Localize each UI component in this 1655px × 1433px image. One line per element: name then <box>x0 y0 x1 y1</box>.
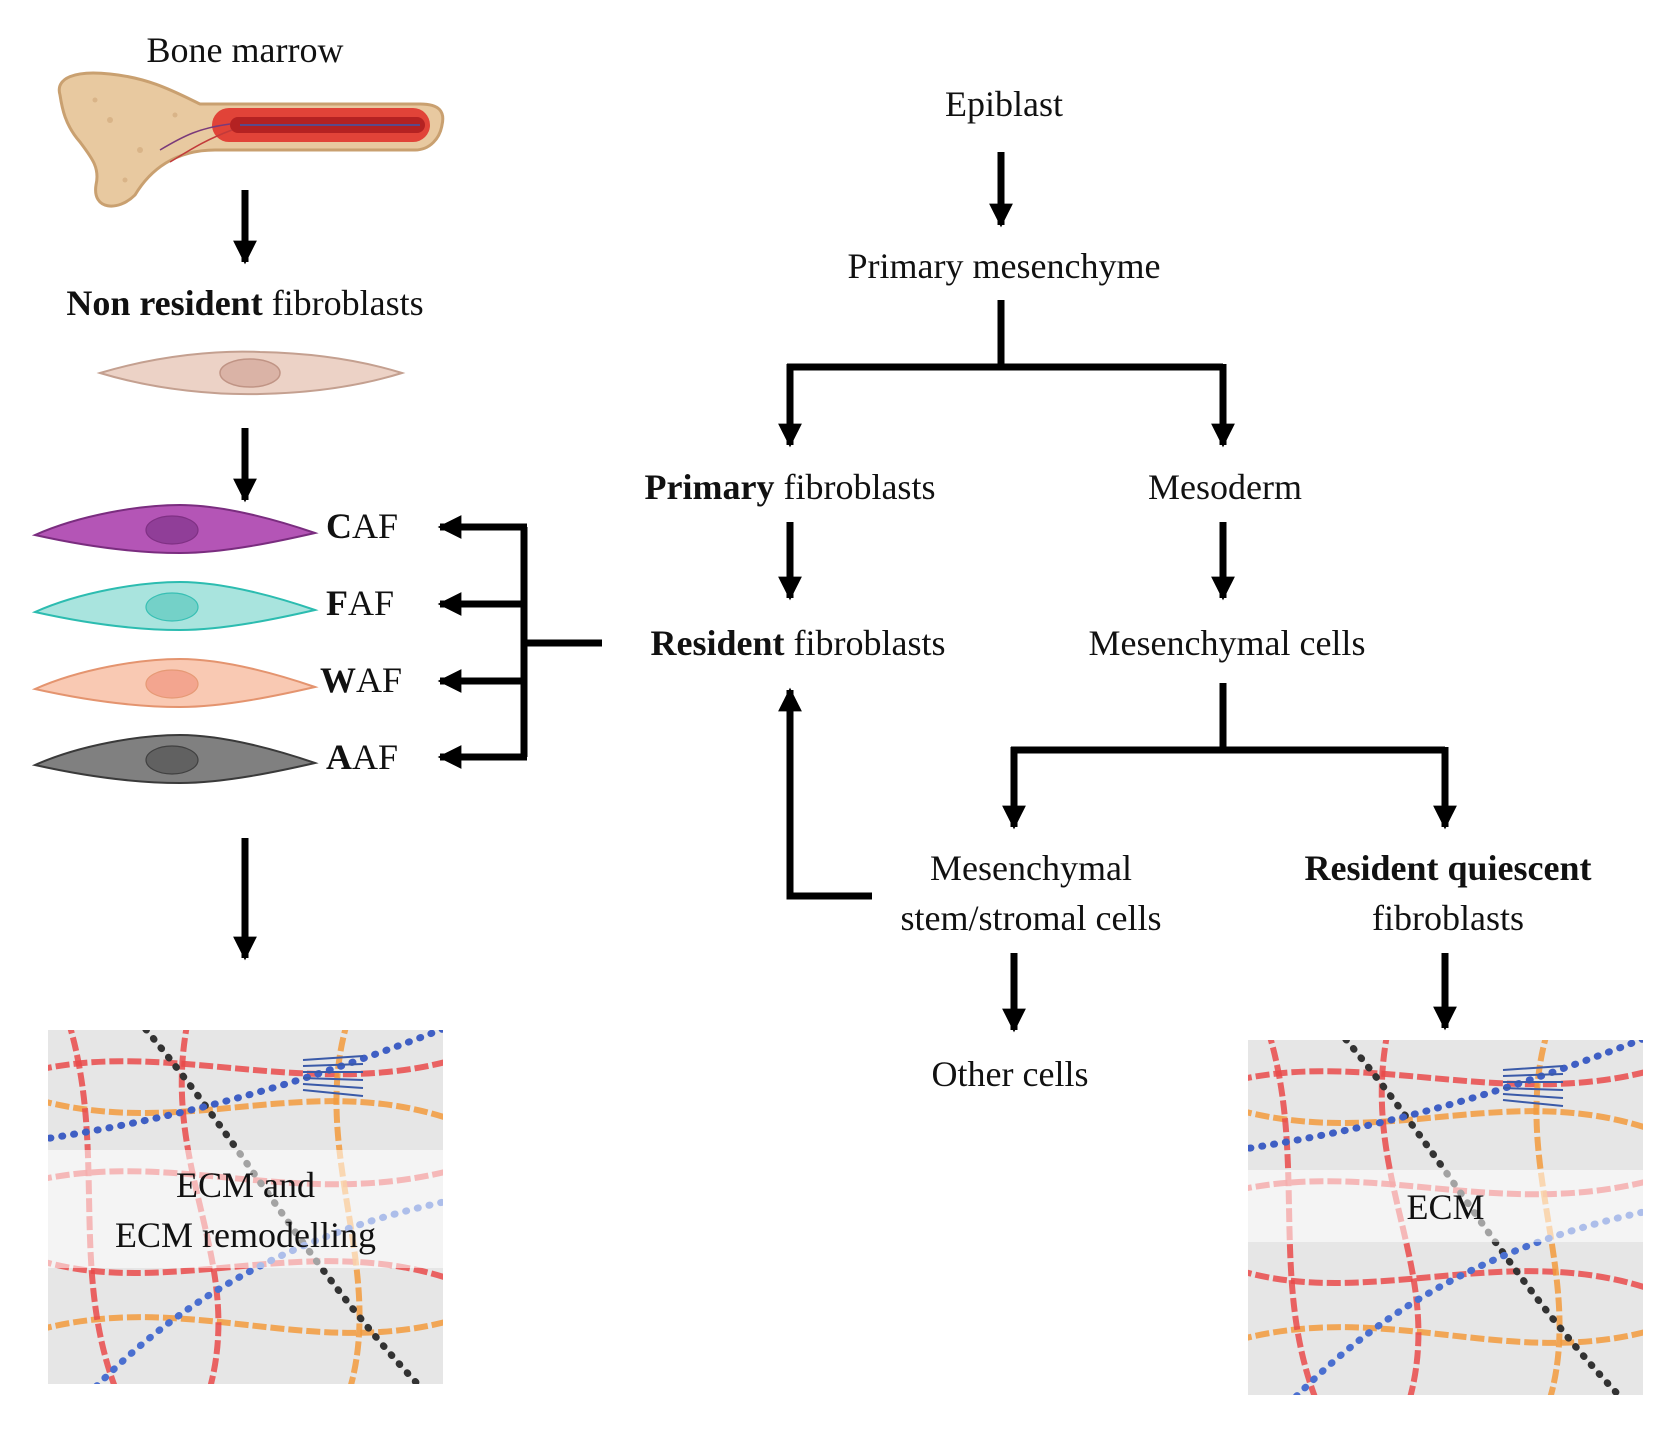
faf-rest: AF <box>348 583 395 623</box>
label-caf: CAF <box>326 504 398 548</box>
ecm-panel-right <box>1248 1040 1643 1395</box>
msc-line1: Mesenchymal <box>930 848 1132 888</box>
waf-cell <box>31 657 319 709</box>
label-resident-quiescent: Resident quiescent fibroblasts <box>1305 843 1592 943</box>
label-non-resident-fibroblasts: Non resident fibroblasts <box>66 281 423 325</box>
label-ecm-left: ECM and ECM remodelling <box>48 1160 443 1260</box>
primary-rest: fibroblasts <box>774 467 936 507</box>
caf-initial: C <box>326 506 352 546</box>
aaf-initial: A <box>326 737 352 777</box>
label-waf: WAF <box>320 658 402 702</box>
caf-cell <box>31 503 319 555</box>
ecm-left-line1: ECM and <box>176 1165 315 1205</box>
bone-marrow-illustration <box>57 71 445 208</box>
caf-rest: AF <box>352 506 399 546</box>
label-mesoderm: Mesoderm <box>1148 467 1302 507</box>
faf-cell <box>31 580 319 632</box>
arrows <box>233 152 1457 1033</box>
resident-bold: Resident <box>650 623 785 663</box>
label-primary-mesenchyme: Primary mesenchyme <box>847 246 1161 286</box>
label-mesenchymal-cells: Mesenchymal cells <box>1088 623 1366 663</box>
ecm-left-line2: ECM remodelling <box>115 1215 376 1255</box>
label-non-resident-rest: fibroblasts <box>262 283 424 323</box>
label-other-cells: Other cells <box>931 1054 1089 1094</box>
label-bone-marrow: Bone marrow <box>146 30 344 70</box>
ecm-panel-left <box>48 1030 443 1384</box>
label-resident-fibroblasts: Resident fibroblasts <box>651 621 946 665</box>
label-non-resident-bold: Non resident <box>66 283 263 323</box>
label-msc: Mesenchymal stem/stromal cells <box>901 843 1162 943</box>
faf-initial: F <box>326 583 348 623</box>
aaf-cell <box>31 733 319 785</box>
waf-rest: AF <box>356 660 403 700</box>
aaf-rest: AF <box>352 737 399 777</box>
quiescent-line2: fibroblasts <box>1372 898 1524 938</box>
waf-initial: W <box>320 660 356 700</box>
resident-rest: fibroblasts <box>784 623 946 663</box>
ecm-right-text: ECM <box>1406 1187 1485 1227</box>
non-resident-fibroblast-cell <box>96 350 406 396</box>
fibroblast-subtype-cells <box>31 503 319 785</box>
primary-bold: Primary <box>644 467 775 507</box>
label-epiblast: Epiblast <box>945 84 1063 124</box>
msc-line2: stem/stromal cells <box>900 898 1162 938</box>
arrow-msc-to-resident <box>778 687 872 900</box>
label-primary-fibroblasts: Primary fibroblasts <box>645 465 936 509</box>
label-faf: FAF <box>326 581 394 625</box>
label-ecm-right: ECM <box>1248 1182 1643 1232</box>
label-aaf: AAF <box>326 735 398 779</box>
quiescent-line1: Resident quiescent <box>1304 848 1592 888</box>
